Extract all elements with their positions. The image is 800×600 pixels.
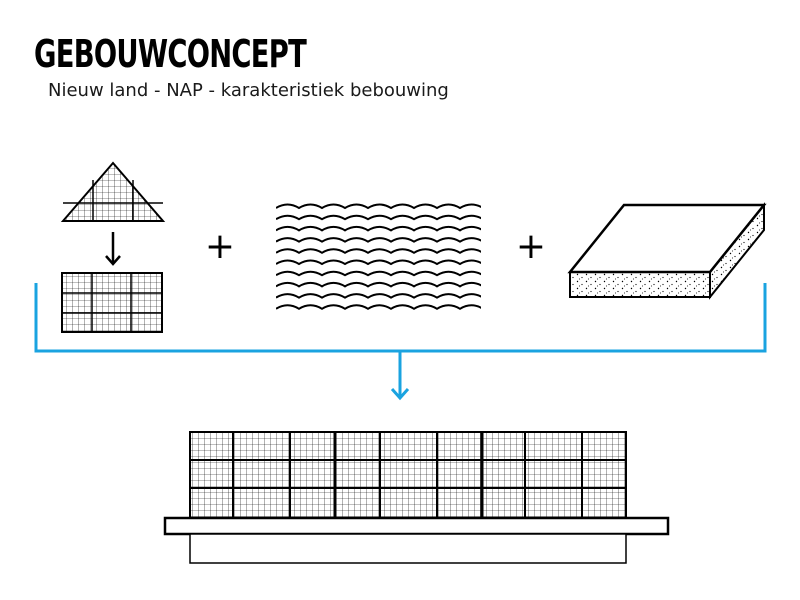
plus-sign-2: + [516,226,546,267]
water-waves-icon [276,203,481,310]
merge-bracket [34,283,767,401]
foundation-slab-icon [567,202,767,300]
page-subtitle: Nieuw land - NAP - karakteristiek bebouw… [48,80,449,101]
greenhouse-icon [60,161,166,222]
floating-building-icon [163,431,670,564]
plus-sign-1: + [205,226,235,267]
container-grid-icon [61,272,163,333]
page-title: GEBOUWCONCEPT [34,32,307,76]
arrow-down-icon [105,232,121,266]
